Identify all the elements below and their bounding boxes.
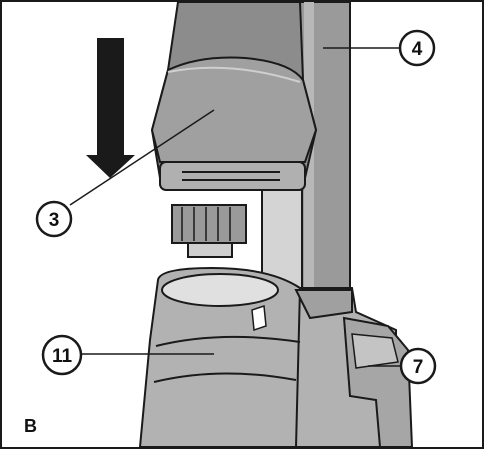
callout-11-label: 11 <box>52 346 73 367</box>
callout-3-label: 3 <box>49 210 60 231</box>
handle-grip-part <box>342 316 414 448</box>
figure-letter: B <box>24 416 37 436</box>
down-arrow-icon <box>86 38 135 178</box>
callout-11: 11 <box>41 334 83 376</box>
callout-7-label: 7 <box>413 357 424 378</box>
callout-4: 4 <box>398 29 436 67</box>
leader-line-3 <box>69 109 215 206</box>
callout-7: 7 <box>399 347 437 385</box>
callout-3: 3 <box>35 200 73 238</box>
handle-body-part <box>150 1 318 258</box>
callout-4-label: 4 <box>412 39 423 60</box>
base-part <box>138 266 397 448</box>
